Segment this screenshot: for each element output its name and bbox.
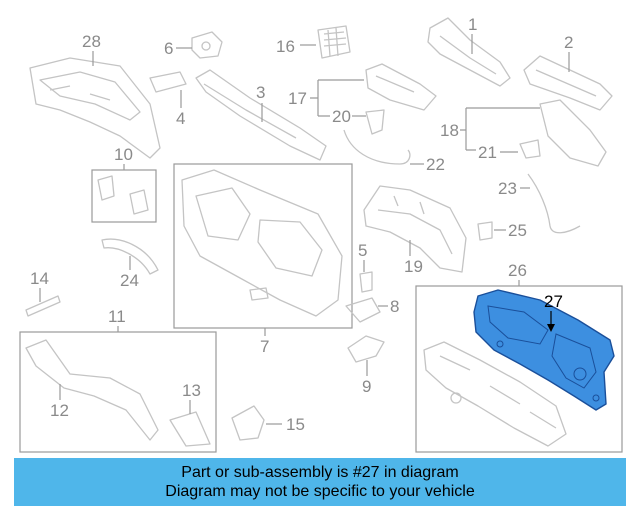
part-17[interactable] [365,63,437,111]
part-22[interactable] [343,129,411,165]
part-9[interactable] [347,335,385,363]
callout-7: 7 [260,337,269,356]
part-15[interactable] [231,405,265,441]
part-3[interactable] [195,69,327,161]
part-2[interactable] [523,55,613,111]
part-7[interactable] [181,169,343,317]
callout-28: 28 [82,32,101,51]
callout-15: 15 [286,415,305,434]
banner-line-2: Diagram may not be specific to your vehi… [165,483,475,500]
callout-21: 21 [478,143,497,162]
part-26-box [415,285,623,453]
part-26[interactable] [423,341,567,447]
part-1[interactable] [427,17,511,87]
part-27-highlighted[interactable] [473,289,615,411]
part-24[interactable] [101,238,159,275]
callout-25: 25 [508,221,527,240]
part-4[interactable] [149,71,187,93]
part-18[interactable] [539,99,607,167]
callout-2: 2 [564,33,573,52]
part-28[interactable] [29,57,161,159]
part-11-box [19,331,217,453]
part-5[interactable] [359,271,373,293]
callout-23: 23 [498,179,517,198]
part-10[interactable] [97,175,149,215]
callout-3: 3 [256,83,265,102]
part-14[interactable] [25,295,61,317]
part-6[interactable] [191,31,223,59]
part-23[interactable] [527,173,581,234]
part-25[interactable] [477,221,493,241]
callout-19: 19 [404,257,423,276]
callout-11: 11 [108,307,126,326]
callout-12: 12 [50,401,69,420]
callout-17: 17 [288,89,307,108]
callout-24: 24 [120,271,139,290]
callout-27: 27 [544,292,563,311]
part-7-box [173,163,353,329]
callout-4: 4 [176,109,185,128]
part-19[interactable] [363,185,467,273]
callout-20: 20 [332,107,351,126]
callout-5: 5 [358,241,367,260]
callout-10: 10 [114,145,133,164]
part-11[interactable] [25,339,211,447]
part-8[interactable] [345,297,381,323]
part-10-box [91,169,157,223]
part-21[interactable] [519,139,541,159]
callout-9: 9 [362,377,371,396]
part-20[interactable] [365,109,385,135]
callout-6: 6 [164,39,173,58]
callout-22: 22 [426,155,445,174]
callout-1: 1 [468,15,477,34]
callout-16: 16 [276,37,295,56]
callout-14: 14 [30,269,49,288]
info-banner: Part or sub-assembly is #27 in diagram D… [14,458,626,506]
callout-13: 13 [182,381,201,400]
callout-26: 26 [508,261,527,280]
banner-line-1: Part or sub-assembly is #27 in diagram [181,464,459,481]
callout-18: 18 [440,121,459,140]
part-16[interactable] [317,25,351,59]
callout-8: 8 [390,297,399,316]
